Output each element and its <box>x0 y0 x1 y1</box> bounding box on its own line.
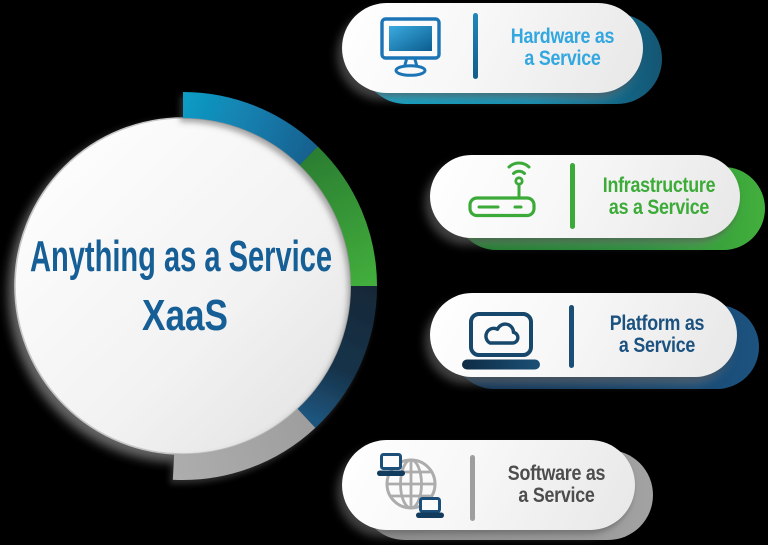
card-software-label: Software as a Service <box>490 440 623 530</box>
hub-circle <box>14 117 352 455</box>
hub-title: Anything as a Service <box>30 232 332 281</box>
ring-segment-infrastructure <box>299 146 377 287</box>
laptop-bottom-right-icon <box>416 497 444 518</box>
card-infrastructure-divider <box>570 163 575 229</box>
card-software-divider <box>470 455 475 521</box>
card-software-label-line2: a Service <box>518 484 595 507</box>
ring-segment-hardware <box>182 92 318 166</box>
card-platform-label-line1: Platform as <box>609 312 705 335</box>
card-hardware-divider <box>473 13 478 79</box>
card-hardware: Hardware as a Service <box>342 3 662 104</box>
cloud-icon <box>484 322 520 345</box>
card-platform-label-line2: a Service <box>618 334 696 357</box>
card-infrastructure: Infrastructure as a Service <box>430 155 765 250</box>
card-infrastructure-label-line1: Infrastructure <box>602 173 716 197</box>
router-icon <box>468 161 536 218</box>
globe-laptops-icon <box>377 453 444 518</box>
card-infrastructure-label-line2: as a Service <box>608 195 710 219</box>
ring-segment-software <box>172 408 316 480</box>
card-hardware-label-line1: Hardware as <box>510 25 615 48</box>
card-infrastructure-label: Infrastructure as a Service <box>590 155 728 238</box>
monitor-icon <box>380 17 441 77</box>
globe-icon <box>385 458 437 510</box>
card-software-label-line1: Software as <box>507 462 606 485</box>
card-platform: Platform as a Service <box>430 293 759 389</box>
card-platform-face: Platform as a Service <box>430 293 737 377</box>
card-software-face: Software as a Service <box>342 440 635 530</box>
laptop-cloud-icon <box>462 312 540 370</box>
ring-segment-platform <box>297 285 377 428</box>
hub-subtitle: XaaS <box>142 291 228 340</box>
card-hardware-label-line2: a Service <box>524 47 601 70</box>
card-platform-label: Platform as a Service <box>589 293 725 377</box>
card-platform-divider <box>569 305 574 368</box>
card-infrastructure-face: Infrastructure as a Service <box>430 155 740 238</box>
card-software: Software as a Service <box>342 440 653 540</box>
laptop-top-left-icon <box>377 453 405 476</box>
hub-ring <box>172 92 377 480</box>
card-hardware-label: Hardware as a Service <box>494 3 631 93</box>
hub-circle-graphic: Anything as a Service XaaS <box>14 92 377 480</box>
card-hardware-face: Hardware as a Service <box>342 3 643 93</box>
